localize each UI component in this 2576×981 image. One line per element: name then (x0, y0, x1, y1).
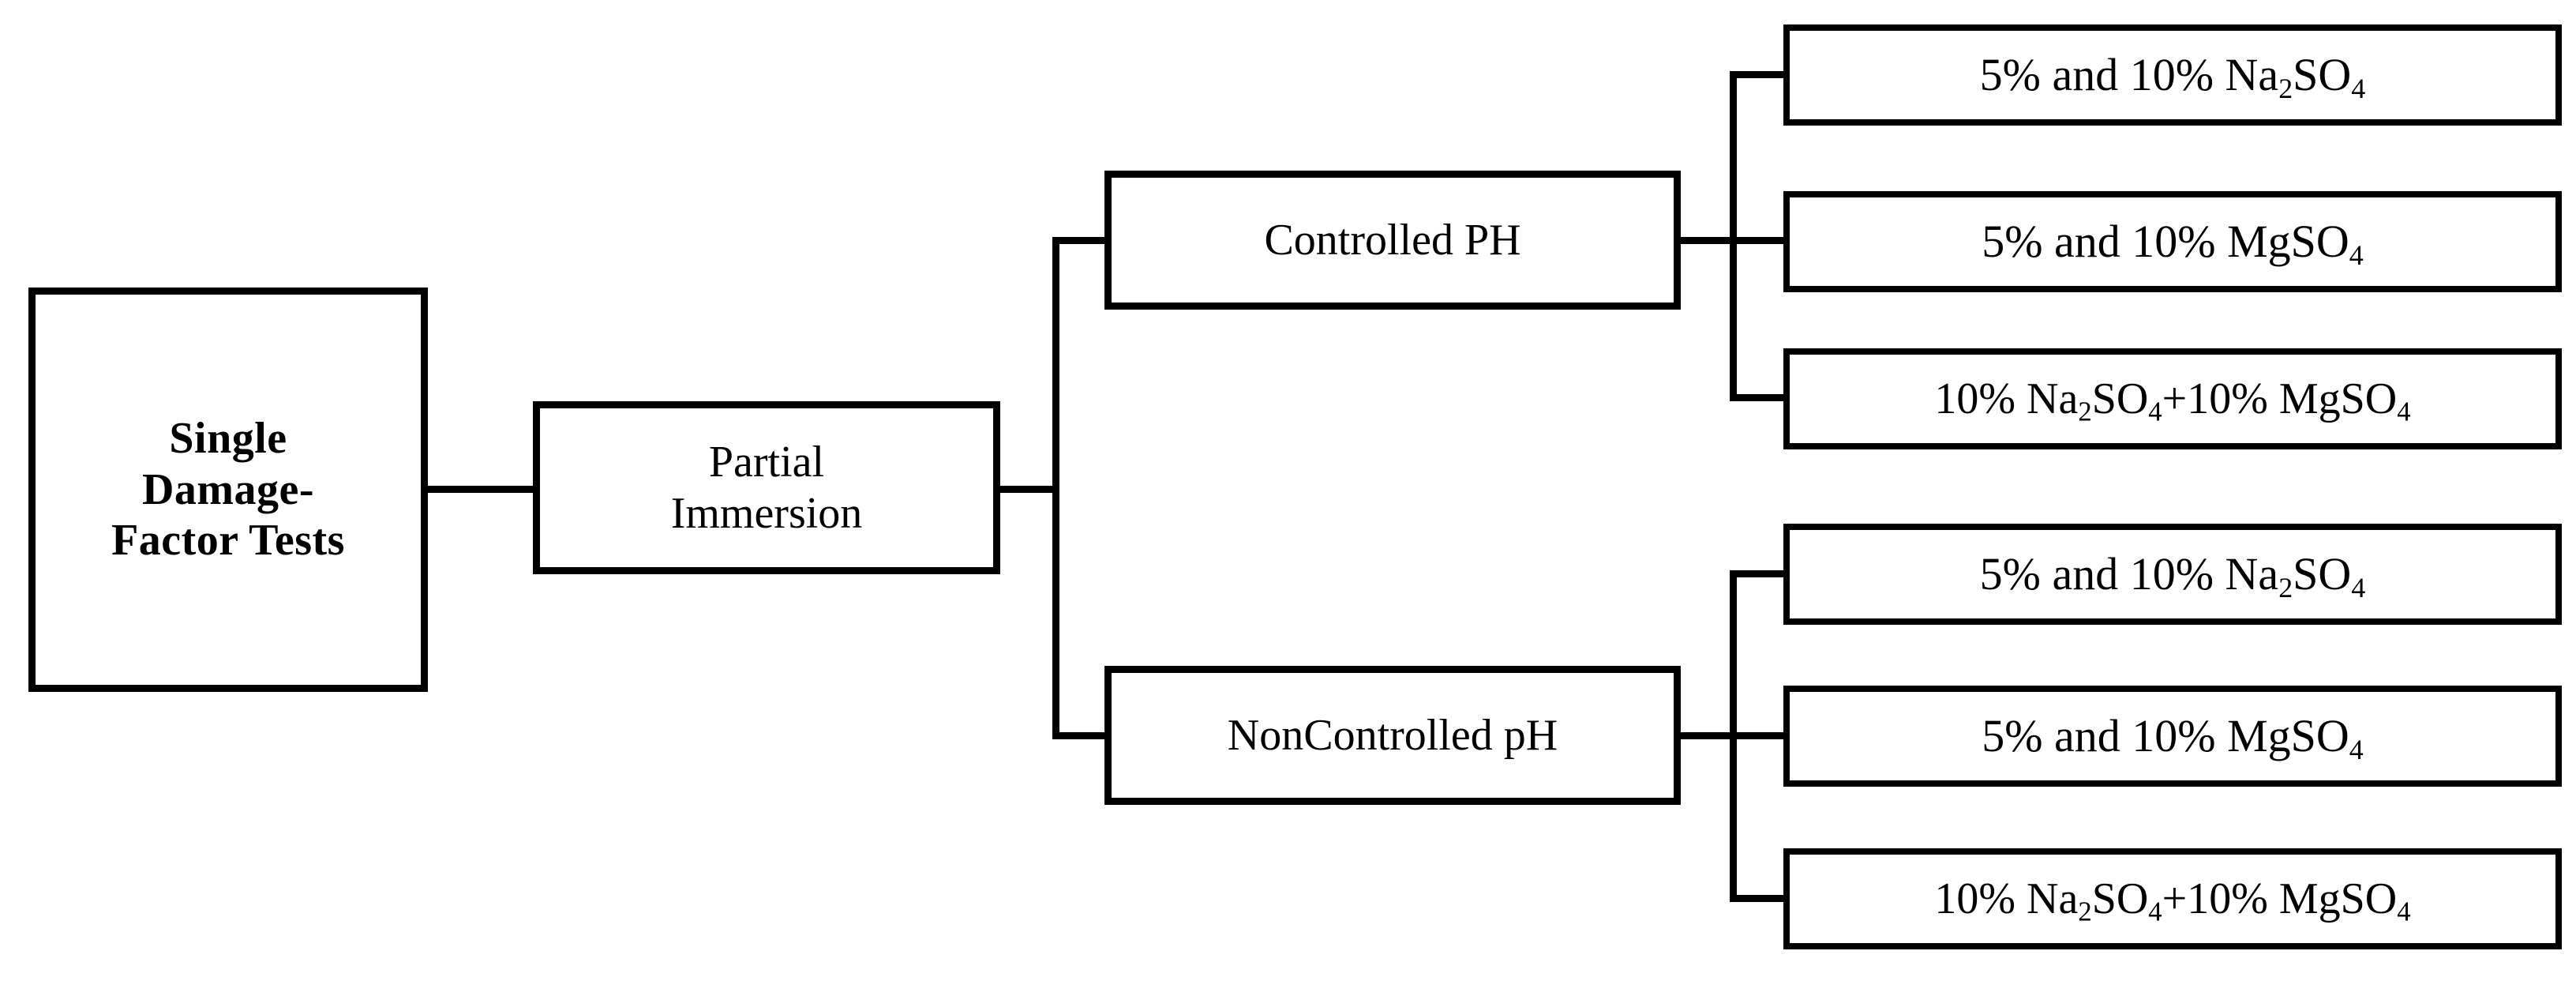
leaf-top-3-sub2: 4 (2148, 396, 2162, 427)
node-leaf-bottom-3[interactable]: 10% Na2SO4+10% MgSO4 (1783, 848, 2562, 949)
connector-bottom-stub-1 (1730, 570, 1788, 577)
node-controlled-ph-label: Controlled PH (1264, 215, 1521, 265)
connector-top-distributor-vertical (1730, 71, 1737, 401)
node-partial-immersion-label: Partial Immersion (540, 437, 993, 539)
node-noncontrolled-ph-label: NonControlled pH (1227, 710, 1558, 760)
leaf-top-1-sub1: 2 (2278, 73, 2293, 105)
node-leaf-top-3[interactable]: 10% Na2SO4+10% MgSO4 (1783, 348, 2562, 449)
connector-noncontrolled-ph-to-bottom-distributor (1677, 732, 1737, 739)
leaf-top-3-sub3: 4 (2397, 396, 2411, 427)
node-leaf-top-2-label: 5% and 10% MgSO4 (1790, 215, 2555, 272)
leaf-top-2-sub1: 4 (2349, 239, 2364, 272)
leaf-top-1-prefix: 5% and 10% Na (1979, 49, 2279, 101)
connector-top-stub-1 (1730, 71, 1788, 78)
leaf-bottom-1-sub2: 4 (2351, 572, 2366, 604)
leaf-bottom-3-prefix: 10% Na (1934, 874, 2079, 923)
leaf-bottom-1-mid: SO (2293, 548, 2352, 600)
leaf-bottom-2-prefix: 5% and 10% MgSO (1982, 710, 2349, 762)
node-root-label: Single Damage- Factor Tests (36, 413, 421, 567)
stage-line-1: Partial (708, 437, 825, 487)
node-leaf-bottom-3-label: 10% Na2SO4+10% MgSO4 (1790, 874, 2555, 927)
node-root-single-damage-factor-tests[interactable]: Single Damage- Factor Tests (28, 288, 428, 692)
node-leaf-bottom-2[interactable]: 5% and 10% MgSO4 (1783, 686, 2562, 787)
leaf-bottom-3-sub3: 4 (2397, 896, 2411, 927)
leaf-top-3-mid: SO (2091, 374, 2149, 423)
connector-bottom-stub-3 (1730, 895, 1788, 902)
root-line-2: Damage- (141, 464, 315, 514)
leaf-bottom-3-suffix: +10% MgSO (2162, 874, 2398, 923)
leaf-bottom-3-mid: SO (2091, 874, 2149, 923)
connector-trunk-to-controlled-ph (1052, 237, 1111, 244)
root-line-1: Single (169, 413, 287, 463)
connector-top-stub-2 (1730, 237, 1788, 244)
leaf-top-1-mid: SO (2293, 49, 2352, 101)
leaf-top-3-sub1: 2 (2078, 396, 2092, 427)
node-leaf-top-3-label: 10% Na2SO4+10% MgSO4 (1790, 374, 2555, 427)
connector-root-to-stage (423, 486, 538, 493)
connector-bottom-stub-2 (1730, 732, 1788, 739)
leaf-top-2-prefix: 5% and 10% MgSO (1982, 216, 2349, 268)
connector-top-stub-3 (1730, 394, 1788, 401)
node-leaf-bottom-1[interactable]: 5% and 10% Na2SO4 (1783, 524, 2562, 625)
root-line-3: Factor Tests (111, 516, 345, 566)
connector-branch-trunk-vertical (1052, 237, 1059, 739)
leaf-top-3-prefix: 10% Na (1934, 374, 2079, 423)
leaf-top-3-suffix: +10% MgSO (2162, 374, 2398, 423)
node-leaf-top-1-label: 5% and 10% Na2SO4 (1790, 48, 2555, 105)
leaf-bottom-1-prefix: 5% and 10% Na (1979, 548, 2279, 600)
leaf-bottom-3-sub1: 2 (2078, 896, 2092, 927)
node-leaf-bottom-2-label: 5% and 10% MgSO4 (1790, 709, 2555, 766)
node-partial-immersion[interactable]: Partial Immersion (533, 401, 1000, 574)
connector-controlled-ph-to-top-distributor (1677, 237, 1737, 244)
node-leaf-top-1[interactable]: 5% and 10% Na2SO4 (1783, 24, 2562, 126)
connector-trunk-to-noncontrolled-ph (1052, 732, 1111, 739)
leaf-top-1-sub2: 4 (2351, 73, 2366, 105)
node-controlled-ph[interactable]: Controlled PH (1104, 171, 1681, 310)
leaf-bottom-1-sub1: 2 (2278, 572, 2293, 604)
node-noncontrolled-ph[interactable]: NonControlled pH (1104, 666, 1681, 805)
leaf-bottom-3-sub2: 4 (2148, 896, 2162, 927)
stage-line-2: Immersion (670, 488, 863, 538)
leaf-bottom-2-sub1: 4 (2349, 734, 2364, 766)
connector-stage-to-trunk (999, 486, 1059, 493)
node-leaf-top-2[interactable]: 5% and 10% MgSO4 (1783, 191, 2562, 292)
node-leaf-bottom-1-label: 5% and 10% Na2SO4 (1790, 547, 2555, 604)
